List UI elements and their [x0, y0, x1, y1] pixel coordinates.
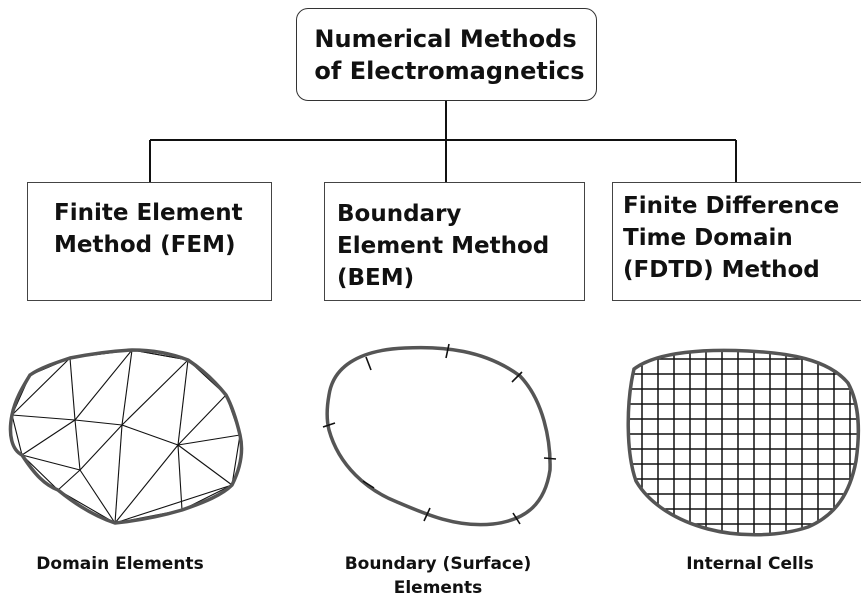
bem-label-line2: Element Method: [337, 233, 550, 259]
bem-label-line3: (BEM): [337, 265, 415, 291]
fdtd-label-line3: (FDTD) Method: [623, 257, 820, 283]
caption-domain-elements: Domain Elements: [36, 554, 204, 574]
fem-label-line2: Method (FEM): [54, 232, 236, 258]
caption-boundary-elements: Boundary (Surface) Elements: [326, 552, 550, 600]
fdtd-label-line2: Time Domain: [623, 225, 793, 251]
root-title-line1: Numerical Methods: [314, 24, 577, 53]
fem-mesh-illustration: [8, 348, 244, 525]
root-node: Numerical Methods of Electromagnetics: [296, 8, 597, 101]
connector-lines: [149, 101, 737, 182]
fem-node: Finite Element Method (FEM): [27, 182, 272, 301]
caption-internal-cells: Internal Cells: [686, 554, 814, 574]
fem-label-line1: Finite Element: [54, 200, 243, 226]
bem-boundary-illustration: [322, 343, 557, 527]
fdtd-node: Finite Difference Time Domain (FDTD) Met…: [612, 182, 861, 301]
bem-node: Boundary Element Method (BEM): [324, 182, 585, 301]
fdtd-grid-illustration: [626, 348, 861, 537]
caption-boundary-line2: Elements: [393, 578, 483, 598]
root-title-line2: of Electromagnetics: [314, 56, 585, 85]
caption-boundary-line1: Boundary (Surface): [344, 554, 532, 574]
fdtd-label-line1: Finite Difference: [623, 193, 840, 219]
bem-label-line1: Boundary: [337, 201, 462, 227]
